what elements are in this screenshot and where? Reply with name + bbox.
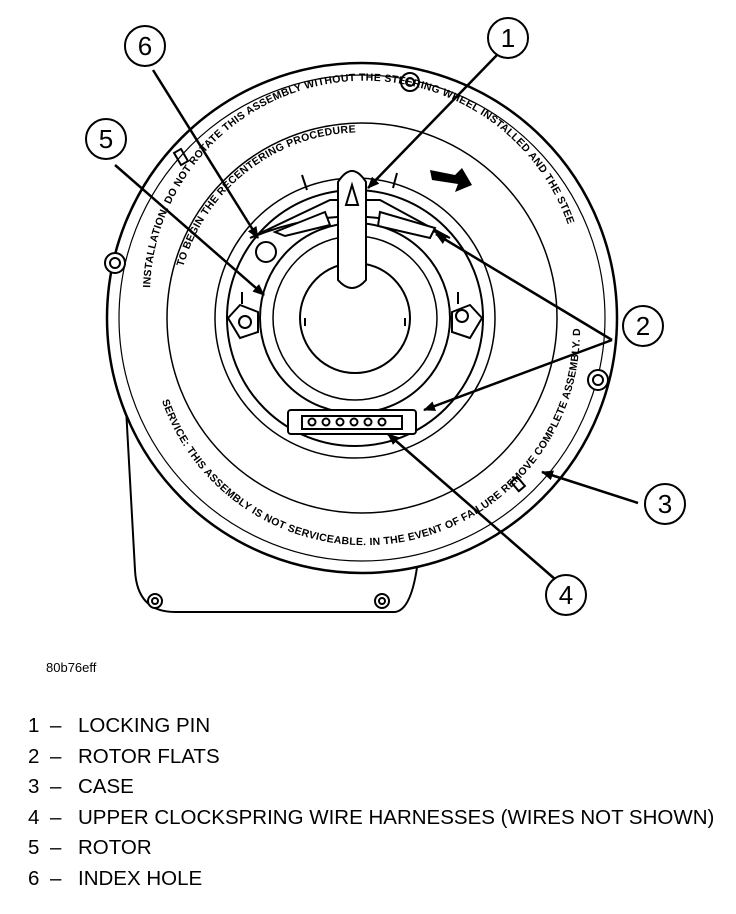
legend-text: ROTOR FLATS [78, 744, 220, 768]
callout-6: 6 [124, 25, 166, 67]
leader-line-2b [423, 338, 613, 412]
legend-dash: – [50, 866, 62, 890]
callout-5: 5 [85, 118, 127, 160]
legend-text: INDEX HOLE [78, 866, 203, 890]
callout-2: 2 [622, 305, 664, 347]
legend-text: UPPER CLOCKSPRING WIRE HARNESSES (WIRES … [78, 805, 715, 829]
legend-row: 6 – INDEX HOLE [28, 867, 718, 890]
leader-lines [114, 54, 639, 581]
locking-pin-arrow-icon [344, 181, 360, 206]
rotor [214, 177, 496, 459]
rotor-flat-right [376, 210, 437, 240]
leader-line-2a [435, 232, 613, 342]
legend-dash: – [50, 775, 62, 798]
figure-id: 80b76eff [46, 660, 97, 675]
legend-number: 4 [28, 805, 40, 829]
legend-row: 1 – LOCKING PIN [28, 714, 718, 737]
legend-row: 5 – ROTOR [28, 836, 718, 859]
legend-row: 3 – CASE [28, 775, 718, 798]
clockspring-diagram: INSTALLATION: DO NOT ROTATE THIS ASSEMBL… [0, 0, 686, 616]
legend-row: 2 – ROTOR FLATS [28, 745, 718, 768]
callout-5-number: 5 [99, 124, 113, 154]
leader-line-1 [367, 54, 498, 189]
leader-line-5 [114, 164, 265, 296]
legend-number: 3 [28, 775, 40, 798]
callout-4-number: 4 [559, 580, 573, 610]
callout-6-number: 6 [138, 31, 152, 61]
wire-harness-connector [287, 409, 417, 435]
legend-text: ROTOR [78, 836, 152, 859]
callout-1-number: 1 [501, 23, 515, 53]
rotor-side-tabs [226, 292, 484, 340]
legend-number: 2 [28, 744, 40, 768]
callout-4: 4 [545, 574, 587, 616]
legend-number: 6 [28, 866, 40, 890]
legend-dash: – [50, 805, 62, 829]
callout-3-number: 3 [658, 489, 672, 519]
legend: 1 – LOCKING PIN 2 – ROTOR FLATS 3 – CASE… [28, 714, 718, 897]
callouts: 1 2 3 4 5 6 [85, 17, 686, 616]
legend-row: 4 – UPPER CLOCKSPRING WIRE HARNESSES (WI… [28, 806, 718, 829]
legend-dash: – [50, 836, 62, 859]
callout-1: 1 [487, 17, 529, 59]
legend-dash: – [50, 744, 62, 768]
locking-pin [337, 170, 367, 289]
callout-3: 3 [644, 483, 686, 525]
leader-line-3 [541, 470, 639, 505]
callout-2-number: 2 [636, 311, 650, 341]
rotor-flat-left [272, 210, 332, 238]
leader-line-6 [151, 69, 260, 239]
legend-dash: – [50, 714, 62, 737]
legend-text: LOCKING PIN [78, 714, 211, 737]
legend-text: CASE [78, 775, 134, 798]
rotation-direction-arrow-icon [430, 168, 472, 192]
legend-number: 1 [28, 714, 40, 737]
leader-line-4 [387, 433, 557, 581]
mounting-ears [104, 72, 609, 609]
legend-number: 5 [28, 836, 40, 859]
index-hole [255, 241, 277, 263]
